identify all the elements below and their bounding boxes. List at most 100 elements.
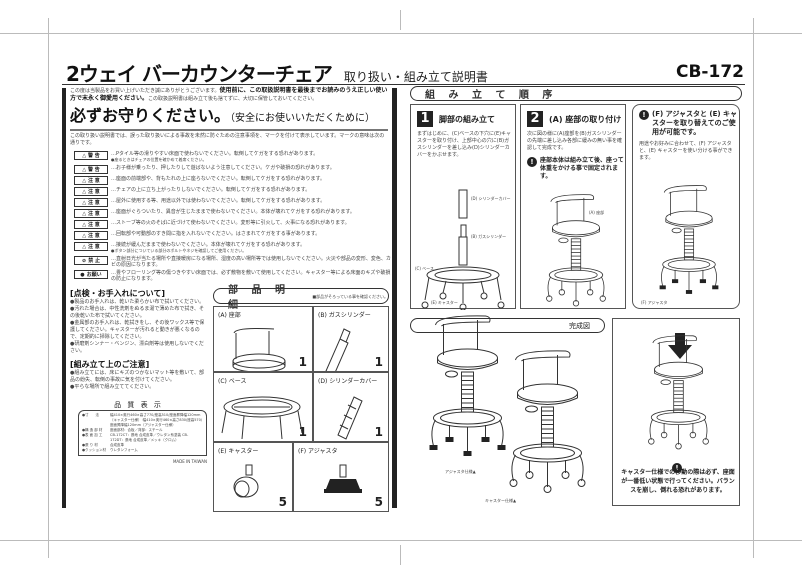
list-item: ●研磨剤シンナー・ベンジン、漂白剤等は使用しないでください。 [70,341,204,354]
warning-icon: △ [82,177,87,184]
warning-icon: △ [82,199,87,206]
safety-item: △注 意…ストーブ等の火のそばに近づけて使わないでください。変形等に引火して、火… [74,220,392,229]
warning-label: ⊘禁 止 [74,256,108,265]
model-number: CB-172 [676,62,744,82]
list-item: ●汚れた場合は、中性洗剤をぬるま湯で薄めた布で拭き、その後乾いた布で拭いてくださ… [70,306,205,319]
step-text: 用途やお好みに合わせて、(F) アジャスタと、(E) キャスターを使い分ける事が… [639,141,733,161]
caster-label: キャスター仕様▲ [485,498,517,503]
step-title: 脚部の組み立て [439,114,495,124]
quality-row: ●クッション材ウレタンフォーム [82,448,138,452]
crop-mark [400,10,401,30]
part-quantity: 1 [298,425,307,439]
safety-item: △注 意…チェアの上に立ち上がったりしないでください。転倒してケガをする恐れがあ… [74,187,392,196]
label: (B) ガスシリンダー [471,234,507,239]
warning-text: …Pタイル等の滑りやすい床面で使わないでください。転倒してケガをする恐れがありま… [111,151,319,157]
safety-item: ●お願い…畳やフローリング等の傷つきやすい床面では、必ず敷物を敷いて使用してくだ… [74,270,392,282]
exclamation-icon: ! [639,110,649,120]
document-header: 2ウェイ バーカウンターチェア 取り扱い・組み立て説明書 [66,58,488,87]
caster-warning-box: ! キャスター仕様での移動の際は必ず、座面が一番低い状態で行ってください。バラン… [612,318,740,506]
divider [70,129,388,131]
safety-item: △警 告…お子様が乗ったり、押したりして遊ばないよう注意してください。ケガや破損… [74,165,392,174]
exploded-diagram [421,189,505,310]
warning-label: △注 意 [74,187,108,196]
warning-note: ●座るときはチェアの位置を確かめて着席ください。 [111,157,207,162]
crop-mark [753,18,754,558]
part-quantity: 5 [374,495,383,509]
stool-illustration [648,335,709,450]
warning-icon: △ [82,221,87,228]
warning-text: …直射日光が当たる場所や直接暖房になる場所、湿度の高い場所等では使用しないでくだ… [111,256,391,268]
safety-desc: この取り扱い説明書では、誤った取り扱いによる事故を未然に防ぐための注意事項を、マ… [70,133,385,146]
safety-item: △注 意…座面がぐらついたり、異音が生じたままで使わないでください。本体が壊れて… [74,209,392,218]
part-cell: (B) ガスシリンダー 1 [313,306,389,372]
warning-text: …ストーブ等の火のそばに近づけて使わないでください。変形等に引火して、火事になる… [111,220,350,226]
warning-icon: △ [82,210,87,217]
warning-icon: △ [82,188,87,195]
step-3-text-block: !(F) アジャスタと (E) キャスターを取り替えてのご使用が可能です。 用途… [639,110,739,162]
parts-header: 部 品 明 細■部品がそろっている事を確認ください。 [213,285,389,311]
steps-header: 組 み 立 て 順 序 [410,86,742,101]
warning-label: △注 意 [74,220,108,229]
part-quantity: 1 [374,355,383,369]
left-page: この度は当製品をお買い上げいただき誠にありがとうございます。使用前に、この取扱説… [70,87,391,512]
complete-header: 完成図 [410,318,605,333]
stool-illustration [659,185,719,294]
step-title: (A) 座部の取り付け [549,114,622,124]
step-warning: !座部本体は組み立て後、座って体重をかける事で固定されます。 [527,157,625,181]
assembly-notes-list: ●組み立てには、床にキズのつかないマット等を敷いて、部品の紛失、転倒の事故に気を… [70,370,207,391]
quality-table: ●寸 法幅410×奥行460×高さ770/座高510/座面昇降幅120mm（キャ… [78,410,207,456]
exclamation-icon: ! [527,157,537,167]
warning-icon: ● [80,271,85,278]
adjuster-stool-illustration [429,315,506,456]
part-illustration [232,328,286,371]
label: (A) 座部 [589,210,605,215]
part-name: (A) 座部 [218,312,241,319]
warning-label: △警 告 [74,151,108,160]
part-quantity: 5 [278,495,287,509]
stool-illustration [546,194,606,307]
part-quantity: 1 [374,425,383,439]
part-illustration [337,396,363,440]
left-bar [62,88,66,508]
warning-label: △注 意 [74,198,108,207]
list-item: ●製品のお手入れは、乾いた柔らかい布で拭いてください。 [70,299,205,305]
part-illustration [324,464,362,493]
warning-label: ●お願い [74,270,108,279]
safety-list: △警 告…Pタイル等の滑りやすい床面で使わないでください。転倒してケガをする恐れ… [70,151,391,282]
crop-mark [0,540,802,541]
adjuster-label: アジャスタ仕様▲ [445,469,476,474]
step-text: 次に図の様に(A)座部を(B)ガスシリンダーの先端に差し込み各部に緩みの無い事を… [527,131,623,151]
crop-mark [400,545,401,565]
down-arrow-icon [668,333,692,359]
exclamation-icon: ! [672,463,682,473]
warning-text: …座面の前端部や、背もたれの上に座らないでください。転倒してケガをする恐れがあり… [111,176,326,182]
part-illustration [221,396,303,440]
part-name: (F) アジャスタ [298,448,338,455]
warning-label: △注 意 [74,209,108,218]
warning-label: △注 意 [74,231,108,240]
notes-column: [点検・お手入れについて] ●製品のお手入れは、乾いた柔らかい布で拭いてください… [70,288,207,512]
step-text: まずはじめに、(C)ベースの下穴に(E)キャスターを取り付け、上部中心の穴に(B… [417,131,512,158]
crop-mark [48,18,49,558]
care-list: ●製品のお手入れは、乾いた柔らかい布で拭いてください。●汚れた場合は、中性洗剤を… [70,299,207,355]
crop-mark [0,33,802,34]
part-quantity: 1 [298,355,307,369]
warning-label: △警 告 [74,165,108,174]
warning-text: …座面がぐらついたり、異音が生じたままで使わないでください。本体が壊れてケガをす… [111,209,355,215]
label: (D) シリンダーカバー [471,196,511,201]
warning-text: キャスター仕様での移動の際は必ず、座面が一番低い状態で行ってください。バランスを… [621,469,735,494]
care-heading: [点検・お手入れについて] [70,289,166,298]
origin: MADE IN TAIWAN [172,459,207,464]
warning-text: …チェアの上に立ち上がったりしないでください。転倒してケガをする恐れがあります。 [111,187,311,193]
step-number: 1 [417,111,433,127]
part-name: (B) ガスシリンダー [318,312,371,319]
warning-text: …畳やフローリング等の傷つきやすい床面では、必ず敷物を敷いて使用してください。キ… [111,270,391,282]
warning-label: △注 意 [74,176,108,185]
step-2-box: 2(A) 座部の取り付け 次に図の様に(A)座部を(B)ガスシリンダーの先端に差… [520,104,626,309]
right-bar [392,88,397,508]
quality-row: ●寸 法幅410×奥行460×高さ770/座高510/座面昇降幅120mm（キャ… [82,413,203,427]
warning-icon: ⊘ [82,257,87,264]
